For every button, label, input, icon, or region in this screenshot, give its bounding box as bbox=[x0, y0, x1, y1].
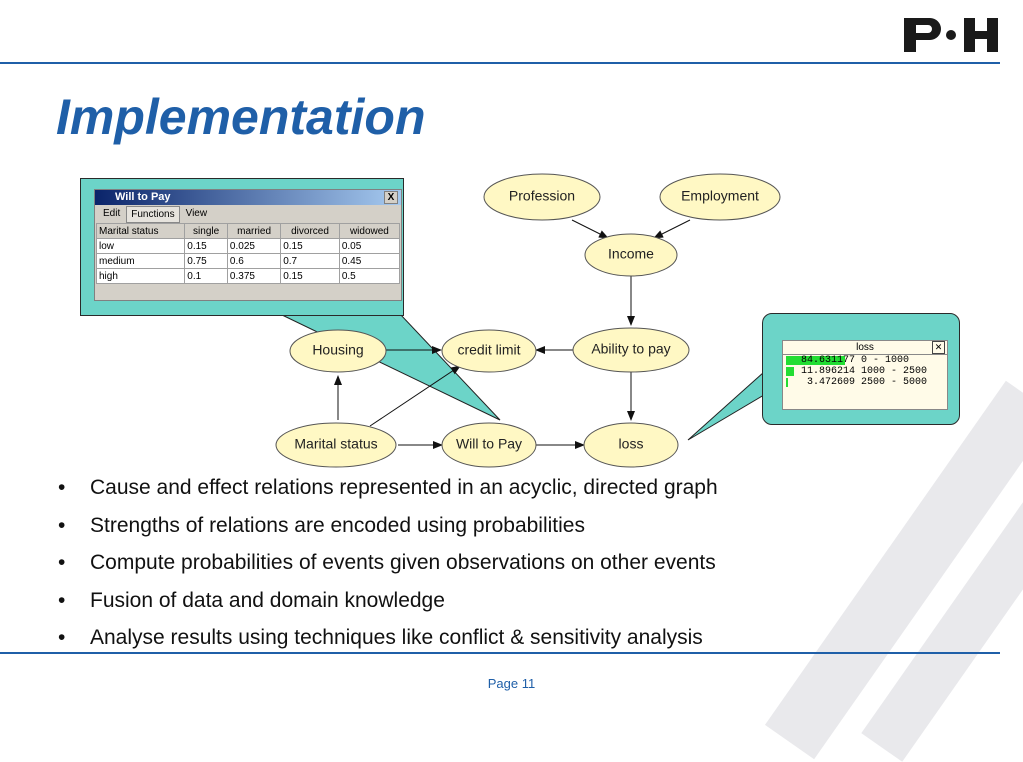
node-profession[interactable]: Profession bbox=[483, 173, 601, 221]
bullet-text: Strengths of relations are encoded using… bbox=[90, 513, 585, 537]
node-credit-limit[interactable]: credit limit bbox=[441, 329, 537, 373]
will-to-pay-window: Will to Pay X Edit Functions View Marita… bbox=[94, 189, 402, 301]
table-row: medium 0.75 0.6 0.7 0.45 bbox=[95, 253, 401, 269]
node-label: Income bbox=[608, 246, 654, 262]
bullet-text: Compute probabilities of events given ob… bbox=[90, 551, 716, 574]
node-income[interactable]: Income bbox=[584, 233, 678, 277]
table-cell[interactable]: 0.05 bbox=[338, 238, 401, 254]
loss-range: 2500 - 5000 bbox=[861, 377, 928, 388]
bullet-dot: • bbox=[58, 551, 66, 574]
loss-monitor: loss ✕ 84.631177 0 - 1000 11.896214 1000… bbox=[782, 340, 948, 410]
node-label: Ability to pay bbox=[591, 341, 670, 357]
node-loss[interactable]: loss bbox=[583, 422, 679, 468]
close-icon[interactable]: X bbox=[384, 191, 398, 204]
menu-functions[interactable]: Functions bbox=[126, 206, 180, 223]
slide-title: Implementation bbox=[56, 89, 426, 145]
node-label: credit limit bbox=[457, 342, 520, 358]
page-number: Page 11 bbox=[487, 676, 536, 691]
bayesian-network: Profession Employment Income Housing cre… bbox=[275, 173, 781, 468]
loss-state-row: 84.631177 0 - 1000 bbox=[783, 355, 947, 366]
window-menu: Edit Functions View bbox=[95, 205, 401, 223]
table-cell[interactable]: 0.1 bbox=[184, 268, 228, 284]
column-header[interactable]: widowed bbox=[338, 223, 401, 239]
table-cell[interactable]: 0.45 bbox=[338, 253, 401, 269]
menu-edit[interactable]: Edit bbox=[103, 208, 121, 219]
loss-state-row: 11.896214 1000 - 2500 bbox=[783, 366, 947, 377]
node-label: Housing bbox=[312, 342, 363, 358]
bullet-text: Cause and effect relations represented i… bbox=[90, 476, 718, 499]
bullet-dot: • bbox=[58, 476, 66, 499]
loss-monitor-titlebar: loss ✕ bbox=[783, 341, 947, 355]
probability-bar bbox=[786, 378, 789, 387]
loss-probability: 3.472609 bbox=[806, 377, 855, 388]
bullet-list: • Cause and effect relations represented … bbox=[58, 470, 718, 658]
bullet-dot: • bbox=[58, 588, 66, 612]
edge-profession-income bbox=[571, 219, 609, 239]
footer-rule bbox=[0, 652, 1000, 654]
node-employment[interactable]: Employment bbox=[659, 173, 781, 221]
node-will-to-pay[interactable]: Will to Pay bbox=[441, 422, 537, 468]
edge-employment-income bbox=[653, 219, 691, 239]
column-header[interactable]: married bbox=[226, 223, 282, 239]
loss-probability: 84.631177 bbox=[800, 355, 855, 366]
table-row: high 0.1 0.375 0.15 0.5 bbox=[95, 268, 401, 284]
cpt-table: Marital status single married divorced w… bbox=[95, 223, 401, 284]
bullet-item: • Cause and effect relations represented … bbox=[58, 470, 718, 508]
table-cell[interactable]: 0.15 bbox=[184, 238, 228, 254]
loss-state-row: 3.472609 2500 - 5000 bbox=[783, 377, 947, 388]
node-housing[interactable]: Housing bbox=[289, 329, 387, 373]
node-label: Profession bbox=[509, 188, 575, 204]
close-icon[interactable]: ✕ bbox=[932, 341, 945, 354]
table-header-row: Marital status single married divorced w… bbox=[95, 223, 401, 239]
table-cell[interactable]: 0.15 bbox=[280, 238, 340, 254]
table-cell[interactable]: 0.025 bbox=[226, 238, 282, 254]
table-row: low 0.15 0.025 0.15 0.05 bbox=[95, 238, 401, 254]
ph-logo bbox=[904, 18, 998, 52]
probability-bar bbox=[786, 356, 846, 365]
window-titlebar: Will to Pay X bbox=[95, 190, 401, 205]
bullet-dot: • bbox=[58, 626, 66, 649]
node-label: loss bbox=[619, 436, 644, 452]
row-label: low bbox=[95, 238, 186, 254]
header-rule bbox=[0, 62, 1000, 64]
table-cell[interactable]: 0.15 bbox=[280, 268, 340, 284]
bullet-text: Fusion of data and domain knowledge bbox=[90, 588, 445, 612]
column-header[interactable]: divorced bbox=[280, 223, 340, 239]
bullet-item: • Strengths of relations are encoded usin… bbox=[58, 508, 718, 546]
node-label: Will to Pay bbox=[456, 436, 522, 452]
table-cell[interactable]: 0.6 bbox=[226, 253, 282, 269]
bullet-dot: • bbox=[58, 513, 66, 537]
node-ability-to-pay[interactable]: Ability to pay bbox=[572, 327, 690, 373]
table-cell[interactable]: 0.5 bbox=[338, 268, 401, 284]
loss-probability: 11.896214 bbox=[800, 366, 855, 377]
menu-view[interactable]: View bbox=[185, 208, 208, 219]
column-header[interactable]: single bbox=[184, 223, 228, 239]
bullet-text: Analyse results using techniques like co… bbox=[90, 626, 703, 649]
loss-monitor-title: loss bbox=[856, 342, 874, 353]
edge-marital-credit bbox=[369, 365, 461, 427]
loss-callout-wedge bbox=[687, 370, 765, 441]
window-title: Will to Pay bbox=[115, 191, 171, 203]
table-cell[interactable]: 0.375 bbox=[226, 268, 282, 284]
column-header[interactable]: Marital status bbox=[95, 223, 186, 239]
node-marital-status[interactable]: Marital status bbox=[275, 422, 397, 468]
table-cell[interactable]: 0.75 bbox=[184, 253, 228, 269]
node-label: Employment bbox=[681, 188, 759, 204]
loss-range: 1000 - 2500 bbox=[861, 366, 928, 377]
table-cell[interactable]: 0.7 bbox=[280, 253, 340, 269]
bullet-item: • Fusion of data and domain knowledge bbox=[58, 583, 718, 621]
node-label: Marital status bbox=[294, 436, 377, 452]
loss-range: 0 - 1000 bbox=[861, 355, 910, 366]
bullet-item: • Analyse results using techniques like c… bbox=[58, 620, 718, 658]
row-label: high bbox=[95, 268, 186, 284]
bullet-item: • Compute probabilities of events given o… bbox=[58, 545, 718, 583]
row-label: medium bbox=[95, 253, 186, 269]
probability-bar bbox=[786, 367, 795, 376]
